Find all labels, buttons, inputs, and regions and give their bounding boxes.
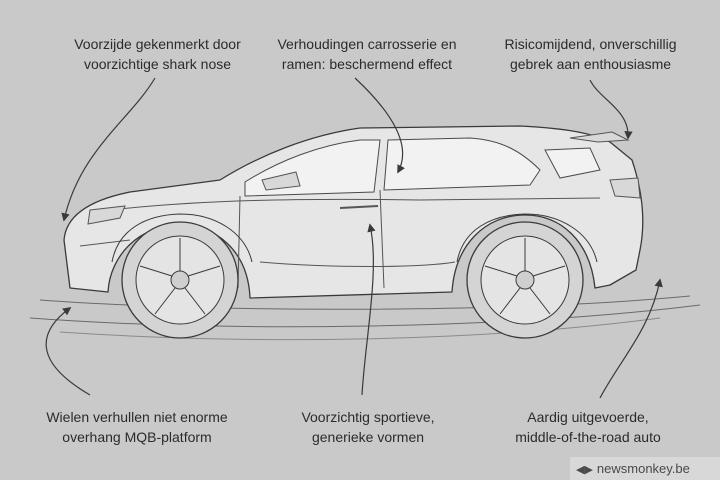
arrow-proportions (354, 77, 405, 174)
annotation-attitude-line1: Risicomijdend, onverschillig (504, 36, 677, 52)
annotation-wheels-line2: overhang MQB-platform (62, 429, 212, 445)
annotation-arrows (45, 77, 663, 399)
arrow-spoiler (589, 79, 633, 140)
watermark-arrow-icon: ◀▶ (576, 464, 593, 476)
body-lines (79, 131, 641, 289)
rear-wheel (456, 213, 598, 339)
annotation-wheels: Wielen verhullen niet enorme overhang MQ… (22, 407, 252, 447)
annotation-shapes-line1: Voorzichtig sportieve, (301, 409, 435, 425)
annotation-proportions-line2: ramen: beschermend effect (281, 56, 453, 72)
annotation-verdict-line1: Aardig uitgevoerde, (527, 409, 649, 425)
annotation-attitude-line2: gebrek aan enthousiasme (509, 56, 672, 72)
annotation-shapes: Voorzichtig sportieve, generieke vormen (258, 407, 478, 447)
watermark-text: newsmonkey.be (596, 461, 690, 476)
arrow-sides (361, 223, 376, 396)
annotation-proportions: Verhoudingen carrosserie en ramen: besch… (252, 34, 482, 74)
annotation-verdict-line2: middle-of-the-road auto (515, 429, 661, 445)
annotation-front: Voorzijde gekenmerkt door voorzichtige s… (45, 34, 270, 74)
watermark: ◀▶newsmonkey.be (570, 457, 720, 480)
annotation-proportions-line1: Verhoudingen carrosserie en (277, 36, 457, 52)
annotation-wheels-line1: Wielen verhullen niet enorme (46, 409, 228, 425)
annotation-front-line2: voorzichtige shark nose (83, 56, 232, 72)
front-wheel (111, 213, 253, 339)
ground-lines (29, 295, 701, 341)
arrow-overhang (45, 307, 91, 396)
annotation-shapes-line2: generieke vormen (311, 429, 425, 445)
annotation-attitude: Risicomijdend, onverschillig gebrek aan … (478, 34, 703, 74)
arrow-rear (599, 278, 663, 399)
arrow-front (61, 77, 156, 222)
annotation-verdict: Aardig uitgevoerde, middle-of-the-road a… (468, 407, 708, 447)
annotation-front-line1: Voorzijde gekenmerkt door (74, 36, 241, 52)
